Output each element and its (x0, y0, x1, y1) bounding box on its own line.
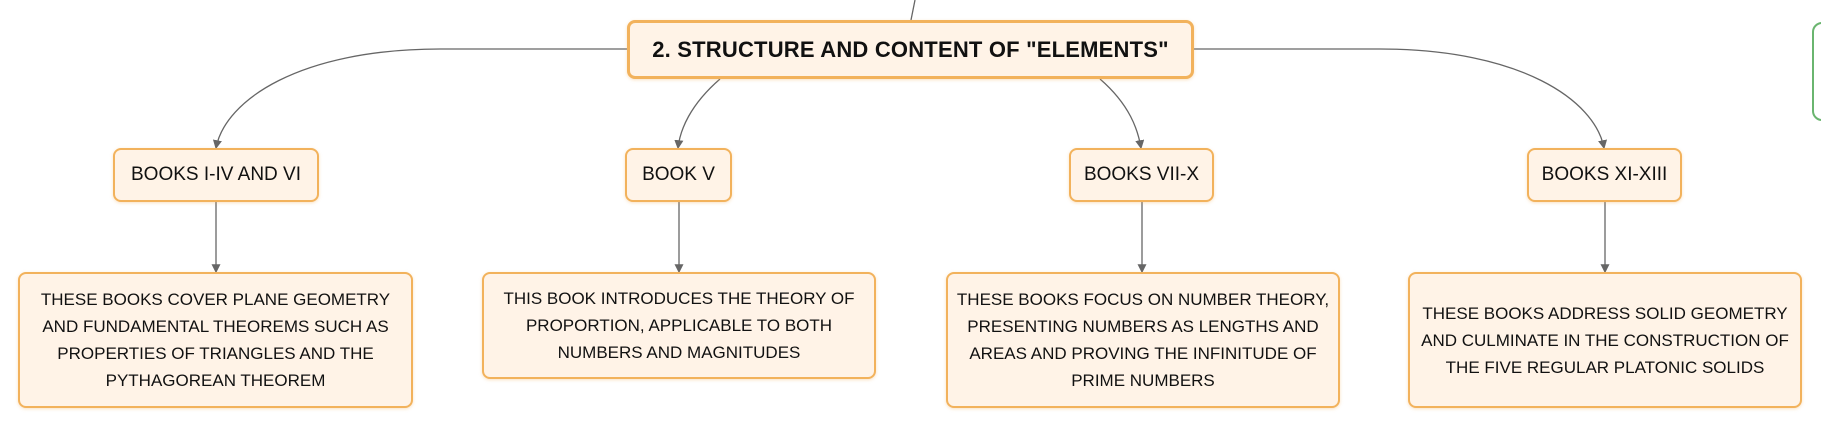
offscreen-node-edge[interactable] (1812, 22, 1821, 121)
leaf-node-text: These books cover plane geometry and fun… (40, 290, 391, 390)
root-node[interactable]: 2. Structure and Content of "Elements" (627, 20, 1194, 79)
connector-root-branch-3 (1099, 78, 1145, 150)
connector-root-branch-4 (1194, 48, 1608, 150)
branch-node-books-vii-x[interactable]: Books VII-X (1069, 148, 1214, 202)
branch-node-book-v[interactable]: Book V (625, 148, 732, 202)
leaf-node-plane-geometry[interactable]: These books cover plane geometry and fun… (18, 272, 413, 408)
leaf-node-theory-of-proportion[interactable]: This book introduces the theory of propo… (482, 272, 876, 379)
branch-node-label: Books VII-X (1083, 164, 1200, 185)
branch-node-label: Books I-IV and VI (131, 164, 301, 185)
leaf-node-number-theory[interactable]: These books focus on number theory, pres… (946, 272, 1340, 408)
connector-root-branch-1 (212, 48, 627, 150)
leaf-node-text: These books address solid geometry and c… (1421, 303, 1789, 377)
branch-node-label: Book V (642, 164, 715, 185)
branch-node-books-xi-xiii[interactable]: Books XI-XIII (1527, 148, 1682, 202)
leaf-node-solid-geometry[interactable]: These books address solid geometry and c… (1408, 272, 1802, 408)
leaf-node-text: These books focus on number theory, pres… (956, 290, 1330, 390)
branch-node-label: Books XI-XIII (1541, 164, 1668, 185)
branch-node-books-i-iv-vi[interactable]: Books I-IV and VI (113, 148, 319, 202)
connector-root-branch-2 (674, 78, 721, 150)
root-incoming-connector (910, 0, 916, 21)
leaf-node-text: This book introduces the theory of propo… (503, 289, 855, 362)
root-node-label: 2. Structure and Content of "Elements" (652, 36, 1169, 62)
